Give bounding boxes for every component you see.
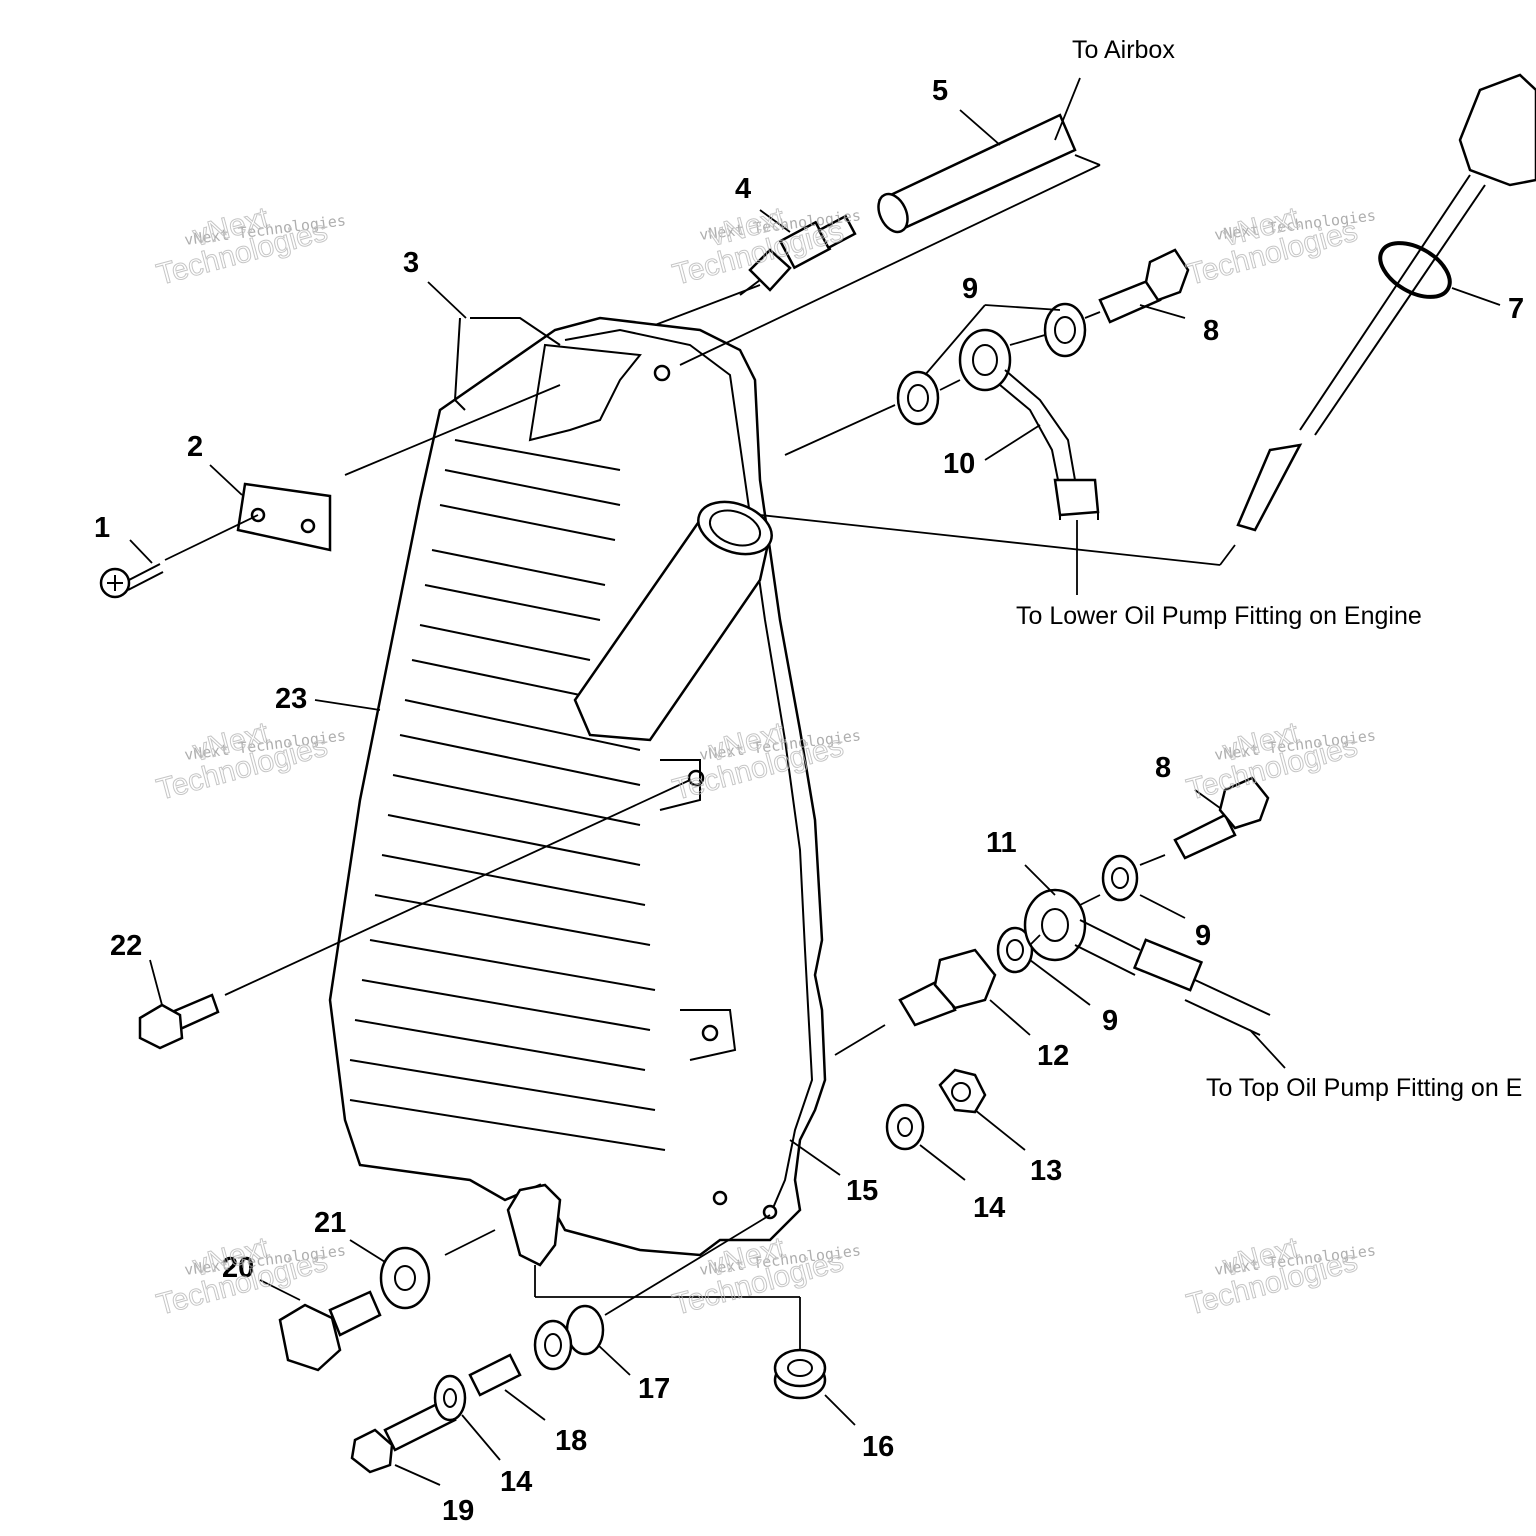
part-18-sleeve xyxy=(468,1353,522,1397)
callout-1: 1 xyxy=(94,512,110,544)
part-16-grommet xyxy=(773,1348,827,1400)
callout-19: 19 xyxy=(442,1495,474,1527)
tank-ribs xyxy=(349,439,666,1151)
callout-21: 21 xyxy=(314,1207,346,1239)
note-to-airbox: To Airbox xyxy=(1072,36,1175,64)
callout-14-upper: 14 xyxy=(973,1192,1005,1224)
callout-15: 15 xyxy=(846,1175,878,1207)
part-10-banjo-line xyxy=(958,328,1100,520)
part-11-banjo-line xyxy=(1023,888,1271,1036)
note-lower-oil-pump: To Lower Oil Pump Fitting on Engine xyxy=(1016,602,1422,630)
callout-8-top: 8 xyxy=(1203,315,1219,347)
callout-numbers: 1 2 3 4 5 7 8 8 9 9 9 10 11 12 13 14 14 … xyxy=(94,75,1524,1527)
part-22-bolt xyxy=(138,993,220,1050)
part-9-washers-bottom xyxy=(996,854,1139,974)
callout-20: 20 xyxy=(222,1252,254,1284)
callout-9-right: 9 xyxy=(1195,920,1211,952)
routing-notes: To Airbox To Lower Oil Pump Fitting on E… xyxy=(1016,36,1522,1102)
callout-12: 12 xyxy=(1037,1040,1069,1072)
callout-3: 3 xyxy=(403,247,419,279)
part-13-nut xyxy=(938,1068,987,1114)
callout-5: 5 xyxy=(932,75,948,107)
callout-22: 22 xyxy=(110,930,142,962)
callout-2: 2 xyxy=(187,431,203,463)
filler-neck xyxy=(573,500,773,742)
callout-23: 23 xyxy=(275,683,307,715)
part-8-bolt-bottom xyxy=(1173,776,1270,860)
part-8-bolt-top xyxy=(1098,248,1190,324)
callout-13: 13 xyxy=(1030,1155,1062,1187)
part-14-washer-lower xyxy=(433,1374,467,1422)
callout-17: 17 xyxy=(638,1373,670,1405)
callout-7: 7 xyxy=(1508,293,1524,325)
part-12-fitting xyxy=(898,948,997,1027)
note-top-oil-pump: To Top Oil Pump Fitting on E xyxy=(1206,1074,1522,1102)
leader-lines xyxy=(129,77,1501,1486)
part-1-screw xyxy=(99,563,164,599)
callout-4: 4 xyxy=(735,173,751,205)
oil-tank-body xyxy=(328,316,827,1267)
part-14-washer-upper xyxy=(885,1103,925,1151)
callout-9-lower: 9 xyxy=(1102,1005,1118,1037)
part-4-fitting xyxy=(739,214,857,296)
callout-18: 18 xyxy=(555,1425,587,1457)
part-9-washers-top xyxy=(896,302,1087,426)
part-2-bracket xyxy=(236,482,332,552)
callout-10: 10 xyxy=(943,448,975,480)
callout-8-bottom: 8 xyxy=(1155,752,1171,784)
part-20-drain-bolt xyxy=(278,1290,382,1372)
callout-9-top: 9 xyxy=(962,273,978,305)
part-17-grommet xyxy=(533,1304,605,1371)
part-7-dipstick xyxy=(1236,73,1536,532)
part-5-hose xyxy=(877,113,1101,234)
callout-11: 11 xyxy=(986,827,1017,859)
callout-16: 16 xyxy=(862,1431,894,1463)
part-21-washer xyxy=(379,1246,431,1310)
callout-14-lower: 14 xyxy=(500,1466,532,1498)
